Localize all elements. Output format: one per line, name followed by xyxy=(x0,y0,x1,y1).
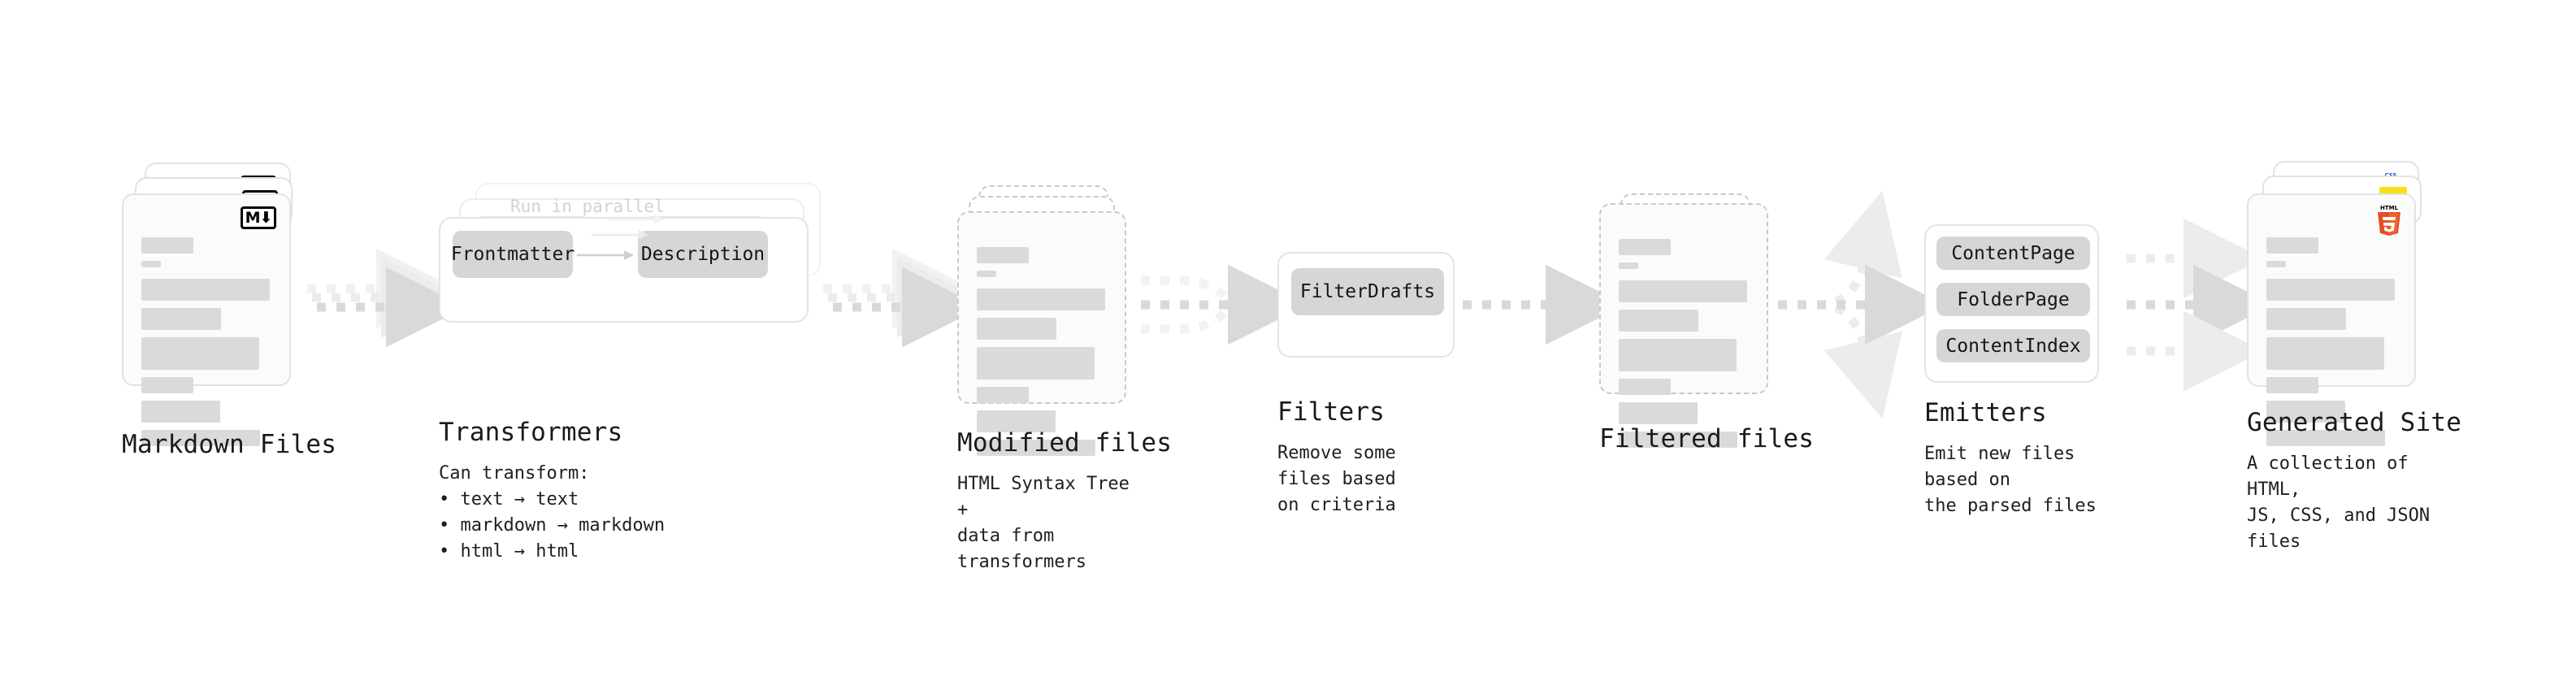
skeleton-bar xyxy=(977,271,996,277)
skeleton-bar xyxy=(2266,337,2384,370)
doc-skeleton xyxy=(1619,239,1750,455)
plugin-chip-label: ContentIndex xyxy=(1945,335,2081,357)
generated-file-stack: CSS HTML xyxy=(2247,161,2442,446)
stage-generated-site: CSS HTML xyxy=(2247,161,2461,552)
filter-panel-front: FilterDrafts xyxy=(1277,252,1455,358)
skeleton-bar xyxy=(2266,261,2286,267)
arrow-markdown-to-transformers xyxy=(307,248,466,348)
inner-arrow-ghost-mid xyxy=(592,230,648,240)
skeleton-bar xyxy=(141,377,193,393)
stage-title-filtered-files: Filtered files xyxy=(1599,424,1815,453)
doc-skeleton xyxy=(977,247,1108,463)
skeleton-bar xyxy=(141,261,161,267)
skeleton-bar xyxy=(977,387,1029,403)
plugin-chip-label: FolderPage xyxy=(1957,288,2070,310)
skeleton-bar xyxy=(1619,339,1737,371)
skeleton-bar xyxy=(141,401,220,423)
stage-title-markdown-files: Markdown Files xyxy=(122,430,337,459)
svg-text:HTML: HTML xyxy=(2380,205,2399,211)
plugin-chip-label: Frontmatter xyxy=(450,244,575,265)
plugin-chip-label: Description xyxy=(640,244,765,265)
skeleton-bar xyxy=(141,279,270,301)
skeleton-bar xyxy=(2266,430,2385,446)
stage-title-filters: Filters xyxy=(1277,397,1386,427)
skeleton-bar xyxy=(2266,401,2345,423)
plugin-chip-folderpage[interactable]: FolderPage xyxy=(1936,283,2090,316)
skeleton-bar xyxy=(1619,280,1747,302)
stage-subtitle-filters: Remove some files based on criteria xyxy=(1277,443,1396,515)
plugin-chip-label: ContentPage xyxy=(1951,242,2075,264)
skeleton-bar xyxy=(2266,377,2318,393)
stage-transformers: Frontmatter Description Run in par xyxy=(439,183,829,562)
arrow-filtered-to-emitters xyxy=(1778,190,1945,419)
html5-icon: HTML xyxy=(2374,202,2405,240)
skeleton-bar xyxy=(977,347,1095,380)
markdown-doc-front: M⬇ xyxy=(122,193,291,446)
inner-arrow-ghost-back xyxy=(607,215,664,224)
markdown-file-stack: M⬇ M⬇ M⬇ xyxy=(122,163,309,446)
stage-subtitle-transformers: Can transform: • text → text • markdown … xyxy=(439,463,666,562)
skeleton-bar xyxy=(141,237,193,254)
transformers-panel-stack: Frontmatter Description xyxy=(439,183,829,345)
skeleton-bar xyxy=(977,247,1029,263)
skeleton-bar xyxy=(1619,379,1671,395)
markdown-icon: M⬇ xyxy=(241,206,276,229)
skeleton-bar xyxy=(2266,237,2318,254)
skeleton-bar xyxy=(1619,310,1698,332)
modified-file-stack xyxy=(957,185,1144,456)
skeleton-bar xyxy=(2266,279,2395,301)
arrow-emitters-to-site xyxy=(2127,218,2274,392)
run-in-parallel-label: Run in parallel xyxy=(510,197,665,216)
plugin-chip-contentindex[interactable]: ContentIndex xyxy=(1936,329,2090,362)
generated-doc-front-html: HTML xyxy=(2247,193,2416,446)
plugin-chip-description[interactable]: Description xyxy=(638,231,768,278)
filters-panel: FilterDrafts xyxy=(1277,252,1455,358)
emitters-panel: ContentPage FolderPage ContentIndex xyxy=(1924,224,2099,383)
stage-filtered-files: Filtered files xyxy=(1599,193,1814,453)
plugin-chip-label: FilterDrafts xyxy=(1299,281,1436,302)
doc-skeleton xyxy=(141,237,273,453)
filtered-doc-front xyxy=(1599,203,1768,448)
skeleton-bar xyxy=(1619,262,1638,269)
skeleton-bar xyxy=(1619,402,1698,424)
skeleton-bar xyxy=(977,318,1056,340)
stage-title-generated-site: Generated Site xyxy=(2247,408,2462,437)
inner-arrow-frontmatter-to-description xyxy=(577,250,634,260)
filtered-file-stack xyxy=(1599,193,1786,448)
skeleton-bar xyxy=(1619,432,1737,448)
skeleton-bar xyxy=(977,288,1105,310)
doc-skeleton xyxy=(2266,237,2398,453)
skeleton-bar xyxy=(977,410,1056,432)
stage-subtitle-emitters: Emit new files based on the parsed files xyxy=(1924,444,2097,516)
stage-subtitle-modified-files: HTML Syntax Tree + data from transformer… xyxy=(957,474,1130,572)
plugin-chip-frontmatter[interactable]: Frontmatter xyxy=(450,231,575,278)
arrow-transformers-to-modified xyxy=(823,248,982,348)
skeleton-bar xyxy=(141,308,221,330)
plugin-chip-filterdrafts[interactable]: FilterDrafts xyxy=(1291,268,1444,315)
stage-filters: FilterDrafts Filters Remove some files b… xyxy=(1277,252,1455,515)
stage-title-modified-files: Modified files xyxy=(957,428,1173,458)
skeleton-bar xyxy=(2266,308,2346,330)
modified-doc-front xyxy=(957,211,1126,456)
plugin-chip-contentpage[interactable]: ContentPage xyxy=(1936,236,2090,270)
stage-modified-files: Modified files HTML Syntax Tree + data f… xyxy=(957,185,1172,572)
arrow-modified-to-filters xyxy=(1141,264,1308,345)
skeleton-bar xyxy=(977,440,1095,456)
stage-title-emitters: Emitters xyxy=(1924,398,2047,427)
stage-markdown-files: M⬇ M⬇ M⬇ xyxy=(122,163,336,459)
skeleton-bar xyxy=(141,337,259,370)
stage-title-transformers: Transformers xyxy=(439,418,623,447)
skeleton-bar xyxy=(141,430,260,446)
emitter-panel-front: ContentPage FolderPage ContentIndex xyxy=(1924,224,2099,383)
skeleton-bar xyxy=(1619,239,1671,255)
stage-emitters: ContentPage FolderPage ContentIndex Emit… xyxy=(1924,224,2099,516)
stage-subtitle-generated-site: A collection of HTML, JS, CSS, and JSON … xyxy=(2247,453,2431,552)
